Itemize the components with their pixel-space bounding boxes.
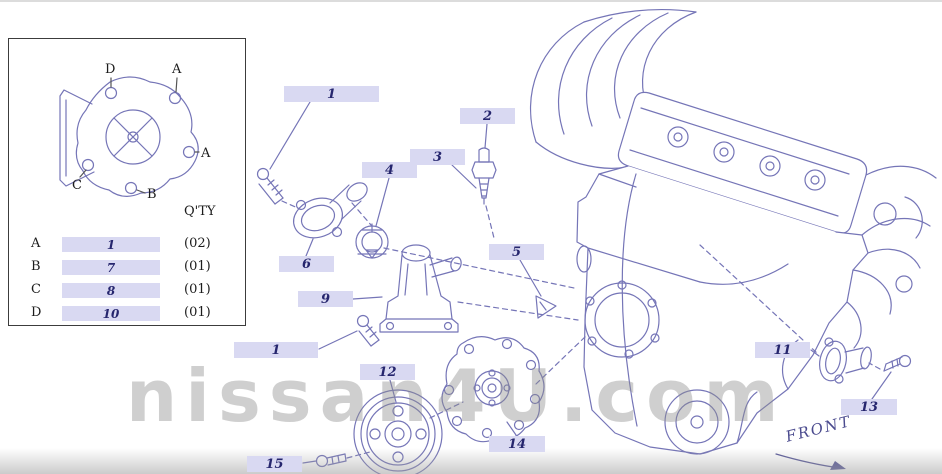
callout-part-4[interactable]: 4 bbox=[362, 162, 417, 178]
detail-letter-leaders bbox=[79, 77, 200, 194]
callout-part-1-bottom[interactable]: 1 bbox=[234, 342, 318, 358]
legend-part-number-a[interactable]: 1 bbox=[62, 237, 160, 252]
qty-header: Q'TY bbox=[184, 204, 216, 219]
callout-part-13[interactable]: 13 bbox=[841, 399, 897, 415]
legend-key-d: D bbox=[31, 305, 42, 320]
legend-part-number-c[interactable]: 8 bbox=[62, 283, 160, 298]
callout-part-9[interactable]: 9 bbox=[298, 291, 353, 307]
thermostat bbox=[355, 223, 389, 259]
pulley bbox=[353, 389, 443, 474]
temp-sensor bbox=[471, 147, 497, 205]
callout-part-3[interactable]: 3 bbox=[410, 149, 465, 165]
legend-qty-b: (01) bbox=[184, 259, 211, 274]
callout-part-5[interactable]: 5 bbox=[489, 244, 544, 260]
detail-label-a-top: A bbox=[172, 62, 182, 77]
valve-cover bbox=[617, 91, 868, 234]
bolt-15 bbox=[315, 453, 347, 468]
callout-part-11[interactable]: 11 bbox=[755, 342, 810, 358]
bolt-1-bottom bbox=[356, 314, 380, 347]
bolt-13 bbox=[883, 354, 912, 372]
callout-part-15[interactable]: 15 bbox=[247, 456, 302, 472]
detail-label-c: C bbox=[72, 178, 82, 193]
pump-detail-drawing bbox=[59, 76, 200, 197]
water-pump bbox=[441, 336, 545, 443]
legend-qty-d: (01) bbox=[184, 305, 211, 320]
water-inlet bbox=[379, 244, 462, 333]
hose-clamp bbox=[535, 295, 557, 319]
callout-part-1-top[interactable]: 1 bbox=[284, 86, 379, 102]
legend-key-c: C bbox=[31, 282, 41, 297]
front-arrow bbox=[775, 453, 846, 470]
callout-part-14[interactable]: 14 bbox=[489, 436, 545, 452]
legend-box bbox=[8, 38, 246, 326]
rear-water-outlet bbox=[819, 337, 872, 384]
legend-key-a: A bbox=[31, 236, 41, 251]
water-outlet bbox=[293, 182, 368, 239]
legend-part-number-d[interactable]: 10 bbox=[62, 306, 160, 321]
detail-label-b: B bbox=[147, 187, 157, 202]
engine-right-detail bbox=[846, 165, 937, 349]
bolt-1-top bbox=[256, 167, 284, 205]
callout-part-2[interactable]: 2 bbox=[460, 108, 515, 124]
legend-part-number-b[interactable]: 7 bbox=[62, 260, 160, 275]
detail-label-d: D bbox=[105, 62, 116, 77]
legend-qty-c: (01) bbox=[184, 282, 211, 297]
legend-qty-a: (02) bbox=[184, 236, 211, 251]
legend-key-b: B bbox=[31, 259, 41, 274]
callout-part-12[interactable]: 12 bbox=[360, 364, 415, 380]
detail-label-a-right: A bbox=[201, 146, 211, 161]
callout-part-6[interactable]: 6 bbox=[279, 256, 334, 272]
